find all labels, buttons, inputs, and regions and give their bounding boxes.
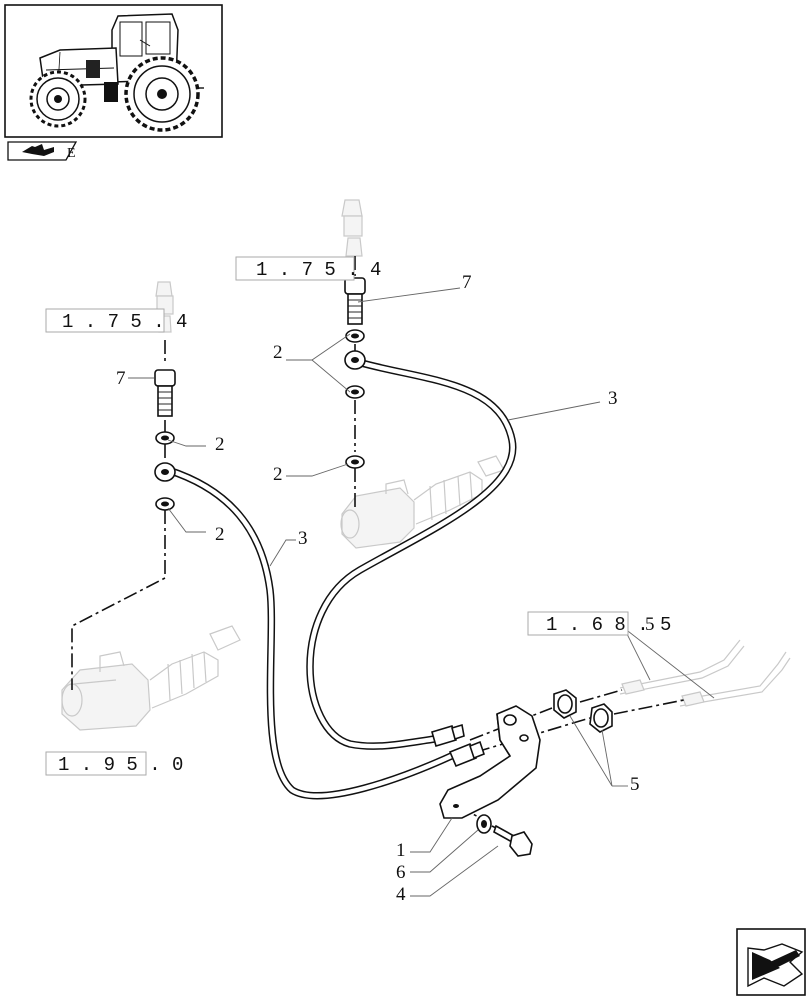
callout-3-right: 3 [608, 388, 618, 409]
tractor-thumbnail[interactable] [4, 4, 223, 138]
nut-upper[interactable] [553, 689, 577, 719]
nut-lower[interactable] [589, 703, 613, 733]
next-page-arrow-icon[interactable] [736, 928, 806, 996]
bracket[interactable] [439, 705, 541, 819]
washer-center-lower[interactable] [345, 455, 365, 469]
callout-7-left: 7 [116, 368, 126, 389]
ghost-pipes-right [619, 639, 791, 707]
callout-5-ref: 5 [645, 614, 655, 635]
banjo-center [344, 350, 366, 370]
bracket-bolt[interactable] [493, 824, 533, 857]
callout-2-left-lower: 2 [215, 524, 225, 545]
banjo-left [154, 462, 176, 482]
callout-2-center-lower: 2 [273, 464, 283, 485]
callout-labels: 7 2 3 7 2 2 2 3 5 5 1 6 4 [116, 272, 655, 905]
callout-4: 4 [396, 884, 406, 905]
svg-text:E: E [67, 146, 76, 161]
ref-text-top-left: 1 . 7 5 . 4 [62, 311, 187, 333]
hose-right[interactable] [306, 358, 517, 750]
leader-lines [128, 287, 715, 897]
callout-6: 6 [396, 862, 406, 883]
ref-text-top-center: 1 . 7 5 . 4 [256, 259, 381, 281]
hose-left[interactable] [164, 466, 464, 800]
callout-3-left: 3 [298, 528, 308, 549]
callout-2-left-upper: 2 [215, 434, 225, 455]
washer-center-middle[interactable] [345, 385, 365, 399]
banjo-bolt-left[interactable] [154, 369, 176, 417]
ref-box-top-center[interactable]: 1 . 7 5 . 4 [235, 256, 381, 281]
washer-center-upper[interactable] [345, 329, 365, 343]
ref-box-right[interactable]: 1 . 6 8 . 5 [527, 611, 671, 636]
ref-box-top-left[interactable]: 1 . 7 5 . 4 [45, 308, 187, 333]
washer-left-lower[interactable] [155, 497, 175, 511]
callout-2-upper-center: 2 [273, 342, 283, 363]
hose-end-fittings [431, 723, 485, 768]
callout-5-nuts: 5 [630, 774, 640, 795]
section-icon[interactable]: E [7, 141, 78, 161]
ref-text-bottom-left: 1 . 9 5 . 0 [58, 754, 183, 776]
ref-text-right: 1 . 6 8 . 5 [546, 614, 671, 636]
washer-left-upper[interactable] [155, 431, 175, 445]
ref-box-bottom-left[interactable]: 1 . 9 5 . 0 [45, 751, 183, 776]
callout-1: 1 [396, 840, 406, 861]
callout-7-right: 7 [462, 272, 472, 293]
ghost-master-cylinder-left [61, 625, 241, 731]
ghost-fittings-top [155, 199, 363, 333]
washer-bracket[interactable] [476, 814, 492, 834]
